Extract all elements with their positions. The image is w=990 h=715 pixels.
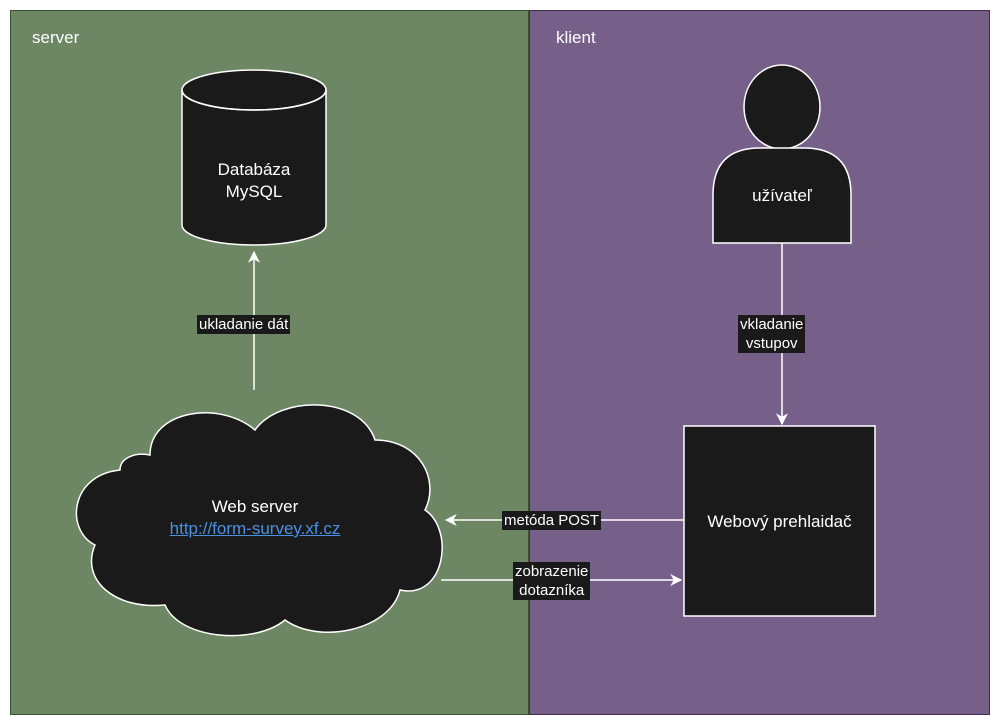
database-label: Databáza MySQL bbox=[182, 159, 326, 203]
edge-label-display-survey: zobrazenie dotazníka bbox=[513, 562, 591, 600]
user-actor bbox=[712, 64, 852, 244]
user-label: užívateľ bbox=[752, 186, 812, 205]
edge-label-input-line2: vstupov bbox=[745, 335, 798, 352]
browser-label: Webový prehlaidač bbox=[707, 512, 852, 531]
server-lane-title: server bbox=[32, 28, 80, 47]
edge-label-input: vkladanie vstupov bbox=[738, 315, 806, 353]
database-label-line2: MySQL bbox=[225, 182, 283, 201]
web-server-label: Web server http://form-survey.xf.cz bbox=[130, 496, 380, 540]
database-label-line1: Databáza bbox=[217, 160, 291, 179]
web-server-cloud bbox=[75, 404, 443, 637]
edge-label-input-line1: vkladanie bbox=[740, 316, 804, 333]
web-server-title: Web server bbox=[211, 497, 299, 516]
edge-label-display-line1: zobrazenie bbox=[515, 563, 589, 580]
edge-label-store-data: ukladanie dát bbox=[197, 315, 291, 334]
client-lane-title: klient bbox=[556, 28, 596, 47]
edge-label-display-line2: dotazníka bbox=[519, 582, 585, 599]
browser-box bbox=[683, 425, 876, 617]
web-server-url-link[interactable]: http://form-survey.xf.cz bbox=[169, 519, 341, 538]
edge-label-post-method: metóda POST bbox=[502, 511, 602, 530]
database-cylinder bbox=[181, 69, 327, 246]
